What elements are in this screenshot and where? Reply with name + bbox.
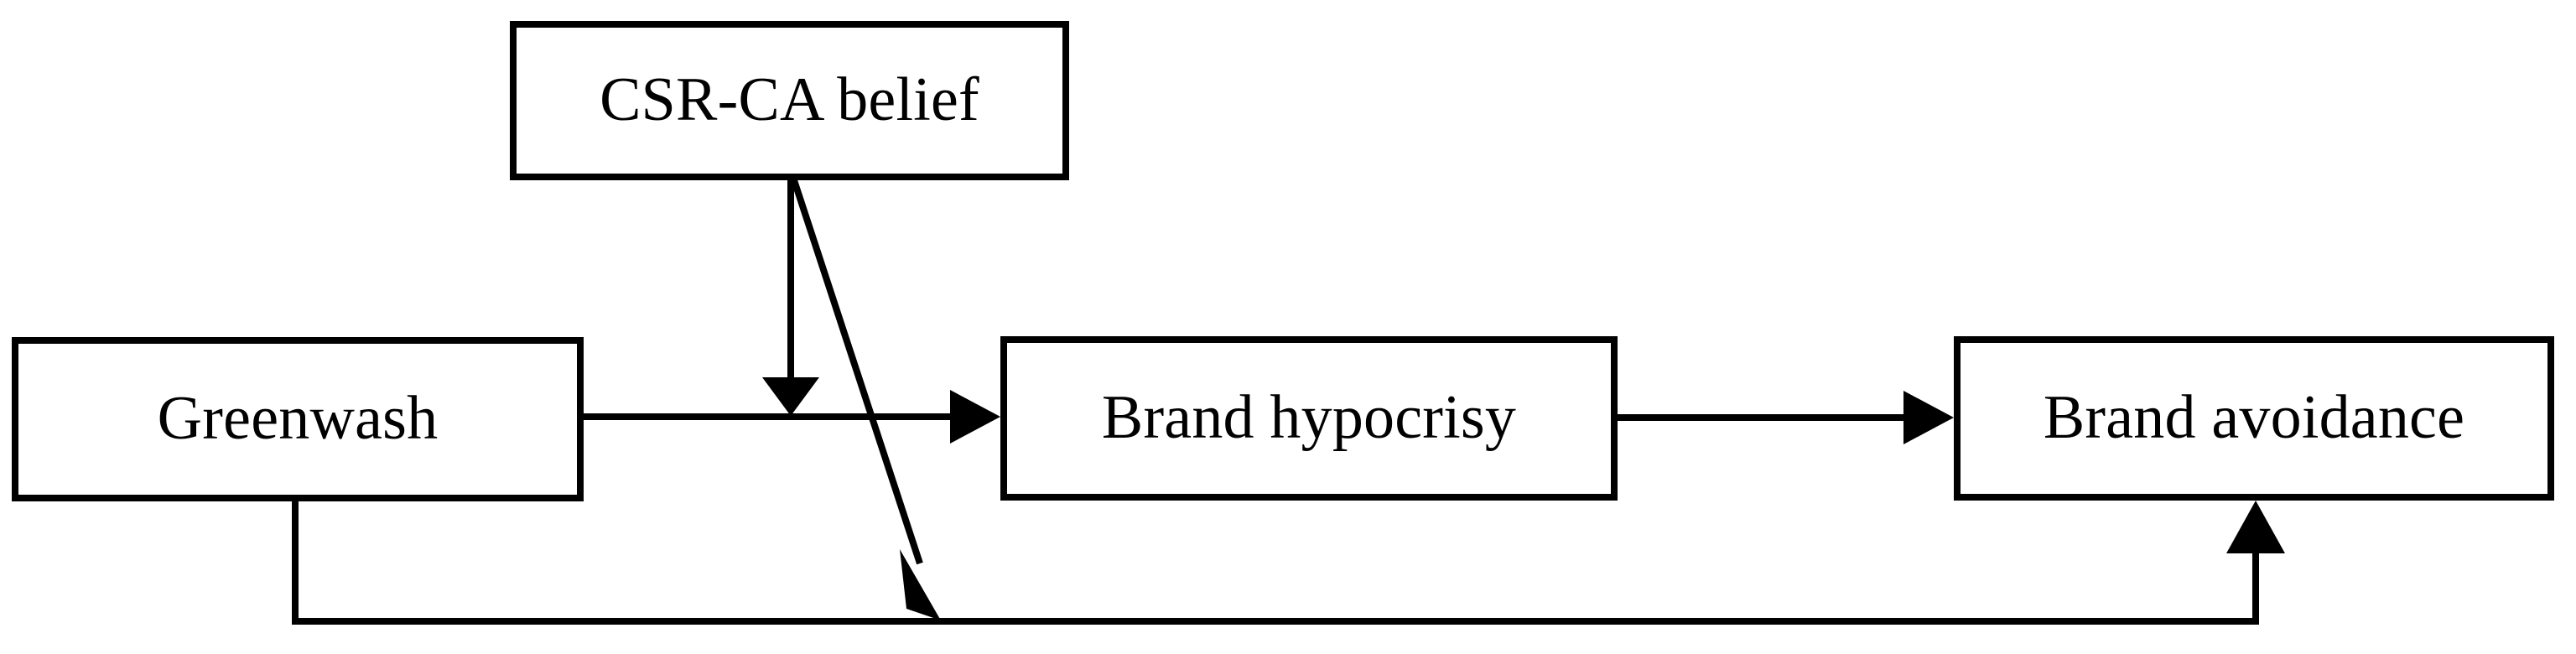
- edge-greenwash-to-brand-hypocrisy: [584, 390, 1000, 444]
- arrowhead-greenwash-to-brand-hypocrisy: [950, 390, 1000, 444]
- edge-brand-hypocrisy-to-brand-avoidance: [1618, 391, 1954, 444]
- edge-csr-ca-belief-to-greenwash-brand-avoidance-path: [791, 179, 941, 620]
- edge-csr-ca-belief-to-greenwash-brand-hypocrisy-path: [762, 180, 819, 416]
- arrowhead-csr-ca-moderation-diagonal: [900, 549, 941, 620]
- node-brand-avoidance[interactable]: Brand avoidance: [1954, 336, 2554, 501]
- edge-greenwash-to-brand-avoidance: [292, 501, 2285, 625]
- arrowhead-brand-hypocrisy-to-brand-avoidance: [1903, 391, 1954, 444]
- node-label-brand-hypocrisy: Brand hypocrisy: [1101, 383, 1517, 453]
- node-csr-ca-belief[interactable]: CSR-CA belief: [510, 21, 1069, 180]
- edge-line-greenwash-to-brand-avoidance: [292, 501, 2259, 625]
- arrowhead-greenwash-to-brand-avoidance: [2226, 501, 2285, 553]
- edge-line-csr-ca-moderation-diagonal: [791, 179, 923, 565]
- node-brand-hypocrisy[interactable]: Brand hypocrisy: [1000, 336, 1618, 501]
- node-greenwash[interactable]: Greenwash: [12, 337, 584, 501]
- node-label-brand-avoidance: Brand avoidance: [2043, 383, 2465, 453]
- arrowhead-csr-ca-moderation-vertical: [762, 377, 819, 416]
- node-label-greenwash: Greenwash: [157, 384, 439, 454]
- node-label-csr-ca-belief: CSR-CA belief: [600, 65, 979, 135]
